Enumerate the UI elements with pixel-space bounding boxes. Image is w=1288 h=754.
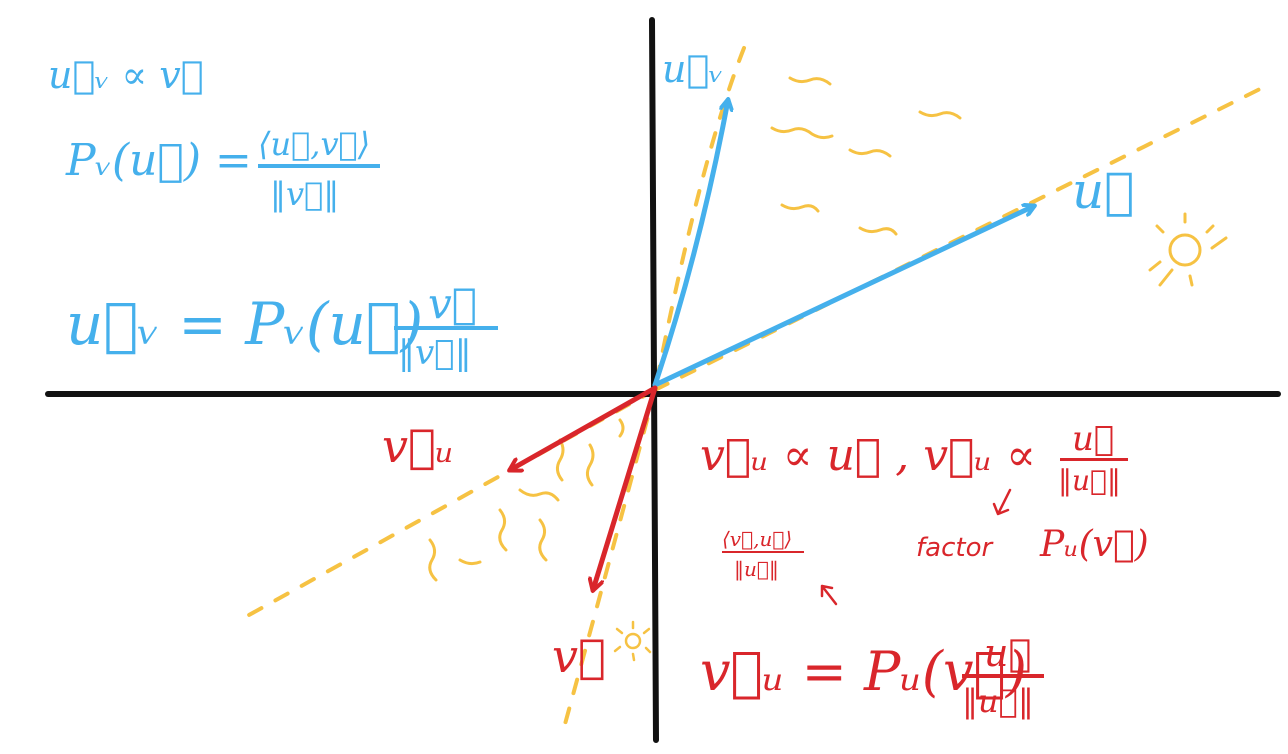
formula-component-red: v⃗ᵤ = Pᵤ(v⃗) (700, 640, 1027, 703)
label-u-v: u⃗ᵥ (662, 47, 723, 91)
fraction-bar (394, 326, 498, 330)
y-axis (649, 17, 659, 743)
fraction-bar (722, 551, 804, 553)
annotation-arrow (992, 488, 1012, 516)
shading-marks (428, 76, 962, 582)
fraction-bar (258, 164, 380, 168)
formula-component-lhs: u⃗ᵥ = Pᵥ(u⃗) (66, 290, 423, 358)
factor-word: factor (916, 533, 994, 563)
label-v: v⃗ (552, 629, 606, 683)
axes (45, 17, 1281, 743)
factor-expression: Pᵤ(v⃗) (1039, 524, 1149, 565)
formula-projection-numerator: ⟨u⃗,v⃗⟩ (258, 125, 370, 163)
sun-icon (1148, 212, 1228, 287)
vector-u (652, 206, 1034, 388)
formula-component-numerator: v⃗ (428, 279, 477, 328)
sun-icon-small (613, 620, 652, 662)
small-fraction-numerator: ⟨v⃗,u⃗⟩ (722, 527, 792, 551)
label-v-u: v⃗ᵤ (382, 419, 454, 473)
formula-prop-numerator: u⃗ (1072, 419, 1114, 459)
formula-component-red-denominator: ‖u⃗‖ (962, 682, 1034, 720)
formula-projection-lhs: Pᵥ(u⃗) = (65, 135, 252, 186)
formula-proportional: u⃗ᵥ ∝ v⃗ (48, 53, 204, 97)
line-along-v-upper (653, 46, 746, 392)
vector-u-v (652, 100, 728, 388)
small-fraction-denominator: ‖u⃗‖ (734, 557, 779, 582)
line-along-u-lower (238, 388, 657, 622)
fraction-bar (1060, 458, 1128, 461)
red-formula-block: v⃗ᵤ ∝ u⃗ , v⃗ᵤ ∝ u⃗ ‖u⃗‖ factor Pᵤ(v⃗) ⟨… (700, 419, 1149, 720)
fraction-bar (962, 674, 1044, 678)
blue-formula-block: u⃗ᵥ ∝ v⃗ Pᵥ(u⃗) = ⟨u⃗,v⃗⟩ ‖v⃗‖ u⃗ᵥ = Pᵥ(… (48, 53, 498, 373)
formula-prop-denominator: ‖u⃗‖ (1058, 464, 1121, 497)
label-u: u⃗ (1072, 162, 1134, 220)
formula-proportional-red: v⃗ᵤ ∝ u⃗ , v⃗ᵤ ∝ (700, 430, 1036, 481)
line-along-v-lower (560, 388, 657, 737)
formula-component-red-numerator: u⃗ (984, 631, 1031, 675)
formula-component-denominator: ‖v⃗‖ (398, 333, 472, 373)
formula-projection-denominator: ‖v⃗‖ (270, 175, 339, 213)
red-vectors (510, 385, 658, 590)
vector-v (593, 385, 658, 590)
vector-v-u (510, 385, 658, 470)
annotation-arrow (820, 584, 838, 606)
blue-vectors (652, 100, 1034, 388)
